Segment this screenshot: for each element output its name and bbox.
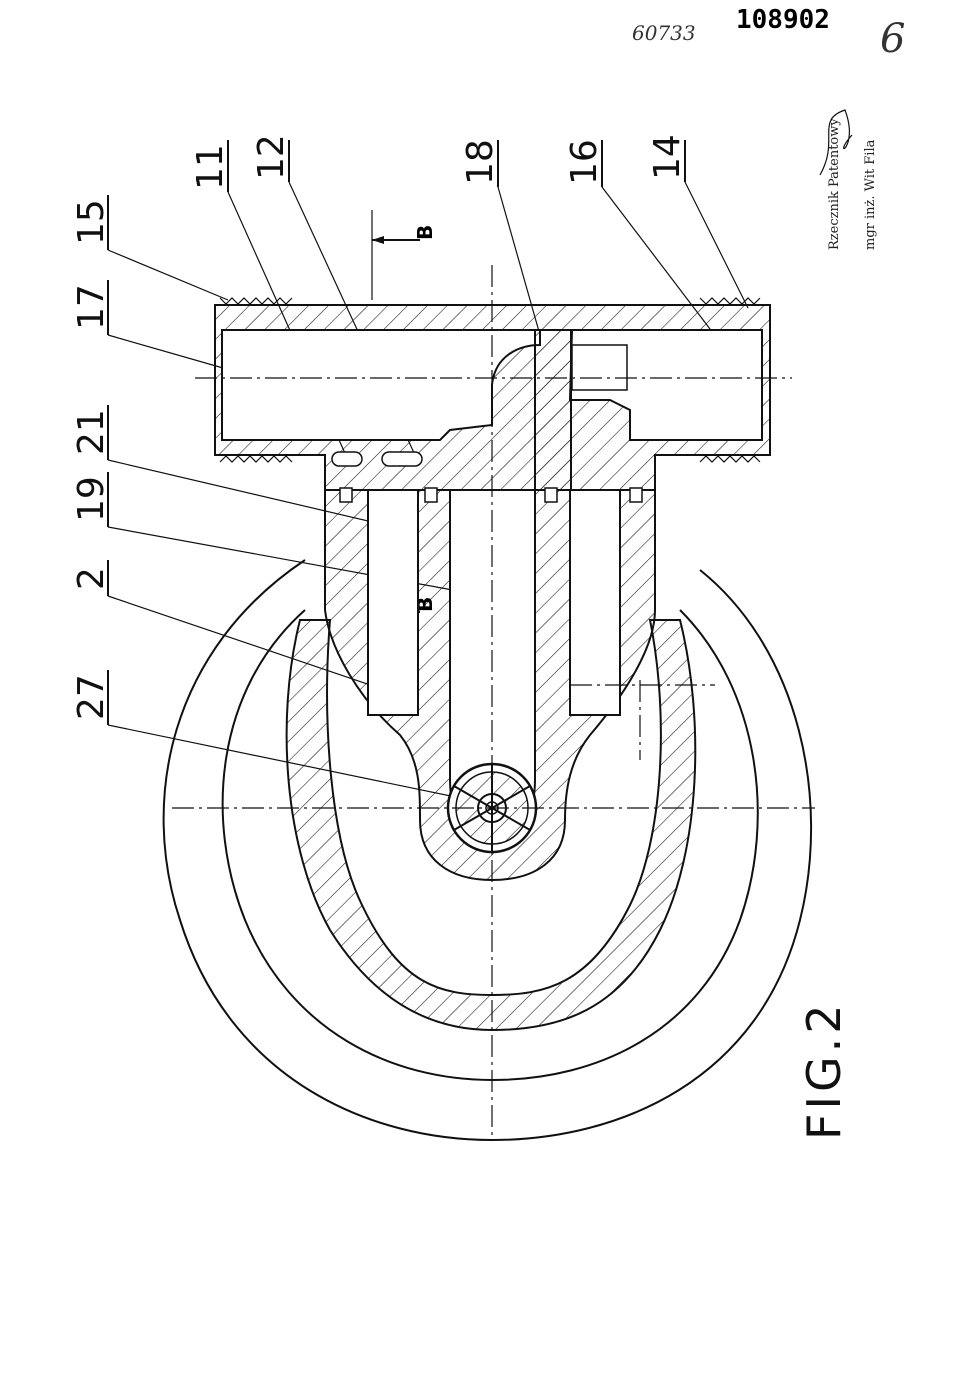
thread-right [699, 297, 761, 305]
figure-label: FIG.2 [797, 1000, 851, 1140]
reference-labels-left: 15 17 21 19 2 27 [71, 195, 112, 725]
reference-labels-top: 11 12 18 16 14 [190, 134, 688, 192]
stamp-line-1: Rzecznik Patentowy [827, 118, 842, 250]
thread-left-bottom [219, 455, 293, 463]
ref-label-11: 11 [190, 144, 231, 190]
ref-label-12: 12 [251, 134, 292, 180]
thread-left [219, 297, 293, 305]
ref-label-16: 16 [564, 139, 605, 185]
ref-label-21: 21 [71, 409, 112, 455]
section-marker-top: B [371, 210, 437, 300]
ref-label-2: 2 [71, 567, 112, 590]
wheel-outer-rim [162, 559, 813, 1142]
right-slot [569, 489, 621, 716]
ref-label-14: 14 [647, 134, 688, 180]
ref-label-19: 19 [71, 476, 112, 522]
stamp-line-2: mgr inż. Wit Fila [863, 139, 878, 250]
left-slot [367, 489, 419, 716]
ref-label-18: 18 [460, 139, 501, 185]
section-label-top: B [413, 225, 437, 240]
ref-label-27: 27 [71, 674, 112, 720]
center-lines [172, 265, 815, 1140]
sheet-number: 6 [880, 16, 905, 62]
ref-label-15: 15 [71, 199, 112, 245]
ref-label-17: 17 [71, 284, 112, 330]
mount-stem [534, 329, 572, 491]
document-number: 108902 [736, 5, 830, 35]
handwritten-note: 60733 [632, 21, 696, 45]
thread-right-bottom [699, 455, 761, 463]
mount-insert [571, 344, 628, 391]
signature-mark [819, 109, 853, 176]
tire-section [285, 619, 697, 1032]
attorney-stamp: Rzecznik Patentowy mgr inż. Wit Fila [827, 118, 878, 250]
